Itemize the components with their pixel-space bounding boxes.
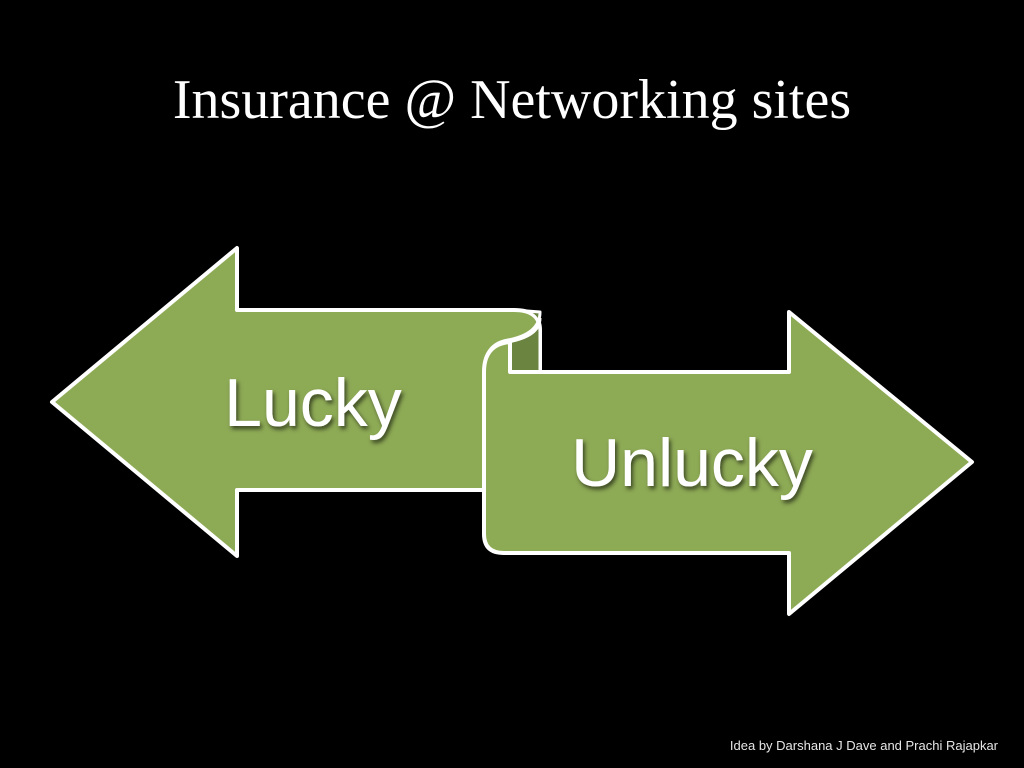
unlucky-label: Unlucky (571, 425, 813, 501)
slide-title: Insurance @ Networking sites (172, 69, 852, 131)
lucky-label: Lucky (224, 365, 402, 441)
credit-footer: Idea by Darshana J Dave and Prachi Rajap… (729, 738, 998, 753)
arrow-curl-edge (482, 317, 542, 373)
